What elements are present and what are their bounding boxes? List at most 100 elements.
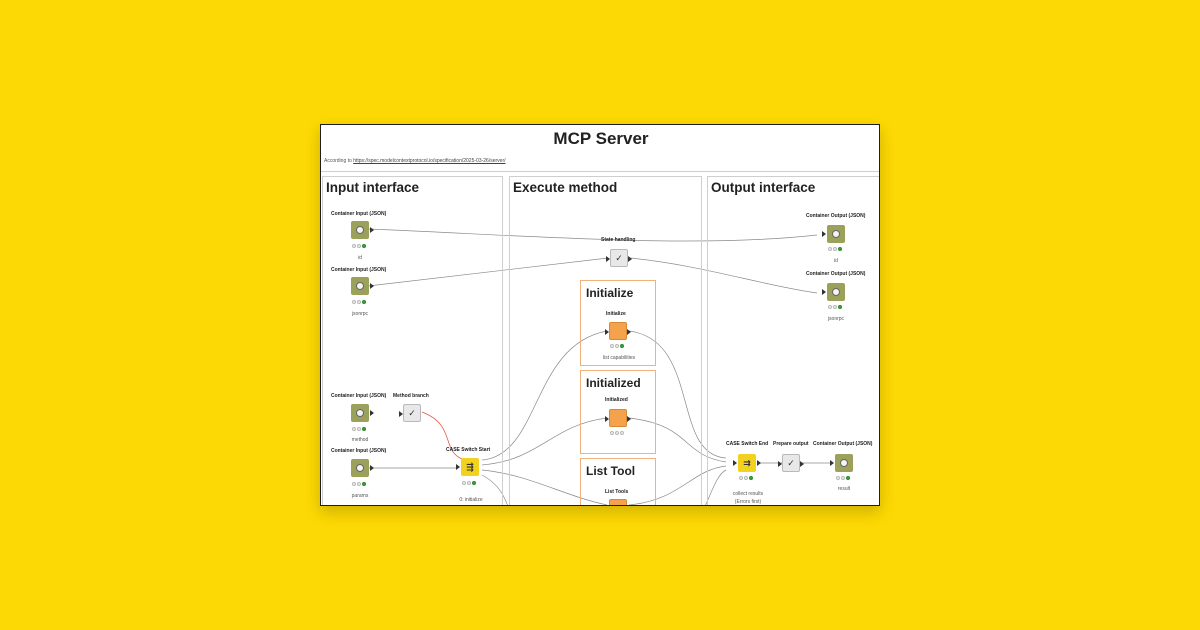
wire-state-to-out-jsonrpc (629, 257, 818, 294)
input-port[interactable] (830, 460, 834, 466)
node-container-output-jsonrpc[interactable] (822, 283, 845, 301)
node-comment-out-result: result (837, 486, 851, 492)
input-port[interactable] (606, 256, 610, 262)
node-method-branch[interactable]: ✓ (399, 404, 421, 422)
output-port[interactable] (757, 460, 761, 466)
section-title-output: Output interface (711, 180, 816, 195)
node-status-in-params (352, 482, 366, 486)
node-container-output-id[interactable] (822, 225, 845, 243)
workflow-canvas[interactable]: MCP Server According to https://spec.mod… (320, 124, 880, 506)
workflow-subtitle: According to https://spec.modelcontextpr… (324, 158, 506, 164)
section-output-interface: Output interface (707, 176, 879, 505)
node-initialized[interactable] (605, 409, 631, 427)
node-comment-case-start: 0: initialize (459, 497, 483, 503)
wire-case-down (481, 474, 508, 505)
node-label-in-params: Container Input (JSON) (331, 448, 387, 454)
checkmark-icon: ✓ (787, 457, 795, 468)
node-label-out-jsonrpc: Container Output (JSON) (806, 271, 866, 277)
section-title-input: Input interface (326, 180, 420, 195)
node-label-case-start: CASE Switch Start (446, 447, 491, 453)
output-port[interactable] (370, 283, 374, 289)
node-case-switch-end[interactable]: ⇉ (733, 454, 761, 472)
output-port[interactable] (627, 416, 631, 422)
box-title-initialize: Initialize (586, 286, 634, 300)
node-comment-out-jsonrpc: jsonrpc (827, 316, 845, 322)
connection-layer (367, 228, 833, 505)
node-comment-in-id: id (358, 255, 362, 261)
wire-jsonrpc-to-state (367, 257, 609, 287)
workflow-title: MCP Server (553, 129, 649, 148)
container-output-icon (832, 230, 840, 238)
wire-id-to-out-id (367, 228, 818, 242)
wire-method-to-case-active (421, 411, 463, 460)
box-initialized: Initialized (580, 370, 656, 454)
switch-end-icon: ⇉ (743, 457, 751, 468)
node-comment-in-jsonrpc: jsonrpc (351, 311, 369, 317)
box-title-list-tool: List Tool (586, 464, 636, 478)
node-label-out-id: Container Output (JSON) (806, 213, 866, 219)
node-status-in-method (352, 427, 366, 431)
node-label-out-result: Container Output (JSON) (813, 441, 873, 447)
section-input-interface: Input interface (322, 176, 503, 505)
output-port[interactable] (370, 227, 374, 233)
node-status-in-id (352, 244, 366, 248)
node-list-tools[interactable] (609, 499, 627, 505)
node-label-in-method: Container Input (JSON) (331, 393, 387, 399)
node-label-initialize: Initialize (606, 311, 626, 317)
input-port[interactable] (605, 416, 609, 422)
node-status-case-end (739, 476, 753, 480)
input-port[interactable] (733, 460, 737, 466)
input-port[interactable] (399, 411, 403, 417)
wire-case-to-initialize (481, 330, 608, 461)
node-comment-initialize: list capabilities (602, 355, 636, 361)
input-port[interactable] (822, 231, 826, 237)
box-initialize: Initialize (580, 280, 656, 366)
node-status-out-jsonrpc (828, 305, 842, 309)
node-status-initialize (610, 344, 624, 348)
node-comment-case-end: collect results (732, 491, 764, 497)
node-status-in-jsonrpc (352, 300, 366, 304)
node-label-method-branch: Method branch (393, 393, 429, 399)
output-port[interactable] (370, 465, 374, 471)
spec-link[interactable]: https://spec.modelcontextprotocol.io/spe… (353, 158, 506, 164)
node-status-out-id (828, 247, 842, 251)
node-case-switch-start[interactable]: ⇶ (456, 458, 479, 476)
node-status-initialized (610, 431, 624, 435)
node-container-input-params[interactable] (351, 459, 374, 477)
checkmark-icon: ✓ (408, 407, 416, 418)
node-status-out-result (836, 476, 850, 480)
input-port[interactable] (456, 464, 460, 470)
output-port[interactable] (627, 329, 631, 335)
node-label-state-handling: State handling (601, 237, 636, 243)
node-initialize[interactable] (605, 322, 631, 340)
switch-start-icon: ⇶ (466, 461, 474, 472)
input-port[interactable] (605, 329, 609, 335)
wire-case-to-initialized (481, 417, 608, 466)
node-container-input-id[interactable] (351, 221, 374, 239)
node-state-handling[interactable]: ✓ (606, 249, 632, 267)
container-output-icon (840, 459, 848, 467)
node-status-case-start (462, 481, 476, 485)
output-port[interactable] (628, 256, 632, 262)
node-comment-out-id: id (834, 258, 838, 264)
node-prepare-output[interactable]: ✓ (778, 454, 804, 472)
node-label-list-tools: List Tools (605, 489, 629, 495)
container-output-icon (832, 288, 840, 296)
node-label-case-end: CASE Switch End (726, 441, 769, 447)
box-list-tool: List Tool (580, 458, 656, 505)
node-container-output-result[interactable] (830, 454, 853, 472)
input-port[interactable] (778, 461, 782, 467)
container-input-icon (356, 409, 364, 417)
node-comment-in-params: params (351, 493, 369, 499)
wire-listtools-to-caseend (628, 465, 727, 505)
node-container-input-jsonrpc[interactable] (351, 277, 374, 295)
node-label-in-id: Container Input (JSON) (331, 211, 387, 217)
wire-initialize-to-caseend (628, 330, 727, 459)
output-port[interactable] (800, 461, 804, 467)
node-label-initialized: Initialized (605, 397, 628, 403)
container-input-icon (356, 226, 364, 234)
output-port[interactable] (370, 410, 374, 416)
input-port[interactable] (822, 289, 826, 295)
node-label-in-jsonrpc: Container Input (JSON) (331, 267, 387, 273)
node-container-input-method[interactable] (351, 404, 374, 422)
